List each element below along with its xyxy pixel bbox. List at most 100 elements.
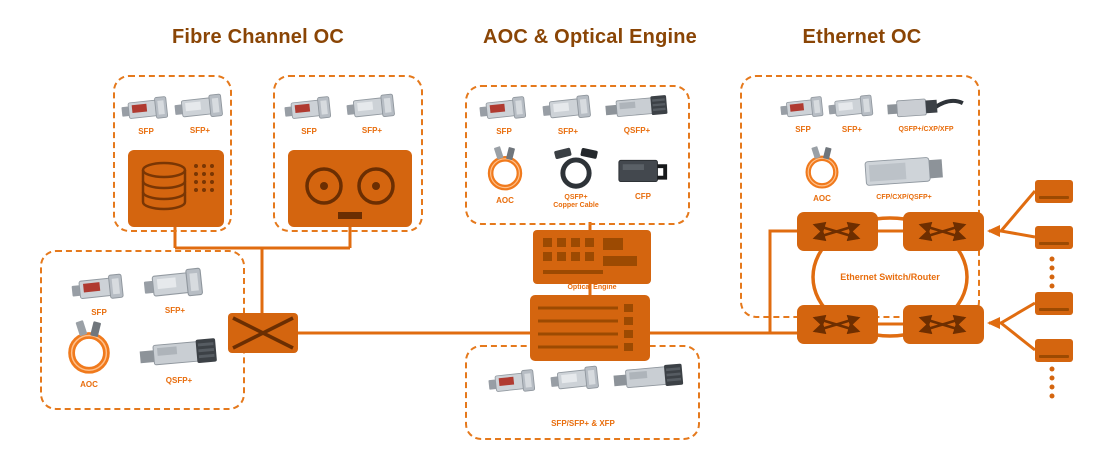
sfp-module-icon <box>142 267 204 301</box>
module-fc-c-sfp-plus: SFP+ <box>142 264 208 316</box>
module-label: SFP+ <box>557 127 579 136</box>
copper-cable-icon <box>546 146 606 192</box>
module-fc-a-sfp: SFP <box>120 93 172 137</box>
tape-library-device <box>288 150 412 227</box>
terminal-bar <box>1039 355 1069 358</box>
module-label: AOC <box>496 196 514 205</box>
server-slats-icon <box>538 304 633 351</box>
bottom-modules-label: SFP/SFP+ & XFP <box>551 419 615 428</box>
fc-switch-device <box>228 313 298 353</box>
module-fc-a-sfp-plus: SFP+ <box>173 90 227 136</box>
sfp-module-icon <box>70 273 124 303</box>
client-terminal <box>1035 180 1073 203</box>
sfp-module-icon <box>549 365 600 393</box>
module-et-sfp: SFP <box>779 93 827 135</box>
terminal-bar <box>1039 196 1069 199</box>
module-cb-sfp-plus <box>549 362 603 396</box>
aoc-cable-icon <box>798 146 846 192</box>
module-et-cfp-cxp-qsfp: CFP/CXP/QSFP+ <box>860 150 948 202</box>
module-fc-c-sfp: SFP <box>70 270 128 318</box>
module-cb-xfp <box>612 358 686 396</box>
module-label: QSFP+/CXP/XFP <box>898 126 954 133</box>
module-label: SFP <box>795 125 811 134</box>
server-chassis-device <box>530 295 650 361</box>
module-label: SFP+ <box>361 126 383 135</box>
ethernet-switch-label: Ethernet Switch/Router <box>833 271 947 283</box>
module-label: AOC <box>813 194 831 203</box>
module-fc-c-qsfp-plus: QSFP+ <box>138 332 220 386</box>
module-fc-b-sfp-plus: SFP+ <box>345 90 399 136</box>
module-label: QSFP+ <box>165 376 193 385</box>
switch-ring <box>811 216 969 338</box>
switch-arrows-icon <box>812 314 861 335</box>
title-ethernet: Ethernet OC <box>802 26 922 48</box>
module-ct-sfp-plus: SFP+ <box>541 91 595 137</box>
xfp-module-icon <box>612 363 684 392</box>
module-et-qsfp-cxp-xfp: QSFP+/CXP/XFP <box>878 92 974 134</box>
module-label: SFP <box>496 127 512 136</box>
sfp-module-icon <box>173 93 224 121</box>
module-label: QSFP+ Copper Cable <box>553 194 599 210</box>
sfp-module-icon <box>487 369 536 396</box>
module-ct-qsfp-plus: QSFP+ <box>604 90 670 136</box>
qsfp-module-icon <box>138 337 218 369</box>
optical-engine-label: Optical Engine <box>567 284 617 291</box>
cfp-module-icon <box>864 156 944 186</box>
qsfp-module-icon <box>604 94 668 120</box>
module-label: SFP+ <box>841 125 863 134</box>
arrowhead-icon <box>987 225 1000 237</box>
module-label: CFP <box>635 192 651 201</box>
tape-reels-icon <box>305 167 395 219</box>
aoc-cable-icon <box>480 146 530 194</box>
title-fibre-channel: Fibre Channel OC <box>171 26 345 48</box>
module-label: SFP <box>138 127 154 136</box>
module-ct-cfp: CFP <box>616 150 670 202</box>
sfp-module-icon <box>120 96 169 123</box>
storage-array-device <box>128 150 224 227</box>
client-terminal <box>1035 226 1073 249</box>
group-fc-tape <box>273 75 423 232</box>
switch-arrows-icon <box>918 221 967 242</box>
module-label: SFP+ <box>189 126 211 135</box>
module-label: SFP <box>301 127 317 136</box>
circuit-board-icon <box>543 238 637 274</box>
sfp-module-icon <box>283 96 332 123</box>
module-cb-sfp <box>487 366 539 398</box>
module-fc-b-sfp: SFP <box>283 93 335 137</box>
qsfp-cable-module-icon <box>878 92 974 124</box>
ethernet-switch-device <box>903 212 984 251</box>
module-label: QSFP+ <box>623 126 651 135</box>
client-terminal <box>1035 339 1073 362</box>
switch-arrows-icon <box>918 314 967 335</box>
sfp-module-icon <box>345 93 396 121</box>
module-et-aoc: AOC <box>798 146 846 204</box>
module-fc-c-aoc: AOC <box>60 320 118 390</box>
module-ct-aoc: AOC <box>480 146 530 206</box>
client-terminal <box>1035 292 1073 315</box>
module-label: AOC <box>80 380 98 389</box>
sfp-module-icon <box>541 94 592 122</box>
title-aoc-optical: AOC & Optical Engine <box>482 26 698 48</box>
ethernet-switch-device <box>797 212 878 251</box>
ethernet-switch-device <box>903 305 984 344</box>
sfp-module-icon <box>779 96 824 121</box>
database-icon <box>141 161 214 211</box>
module-ct-sfp: SFP <box>478 93 530 137</box>
module-label: SFP+ <box>164 306 186 315</box>
switch-x-icon <box>232 316 294 350</box>
group-aoc-modules <box>465 85 690 225</box>
ethernet-switch-device <box>797 305 878 344</box>
module-ct-copper-cable: QSFP+ Copper Cable <box>546 146 606 211</box>
terminal-bar <box>1039 308 1069 311</box>
sfp-module-icon <box>478 96 527 123</box>
module-label: CFP/CXP/QSFP+ <box>876 194 932 201</box>
terminal-bar <box>1039 242 1069 245</box>
sfp-module-icon <box>827 94 874 120</box>
aoc-cable-icon <box>60 320 118 378</box>
arrowhead-icon <box>987 317 1000 329</box>
ellipsis-dots <box>1049 256 1055 399</box>
optical-engine-device <box>533 230 651 284</box>
module-label: SFP <box>91 308 107 317</box>
